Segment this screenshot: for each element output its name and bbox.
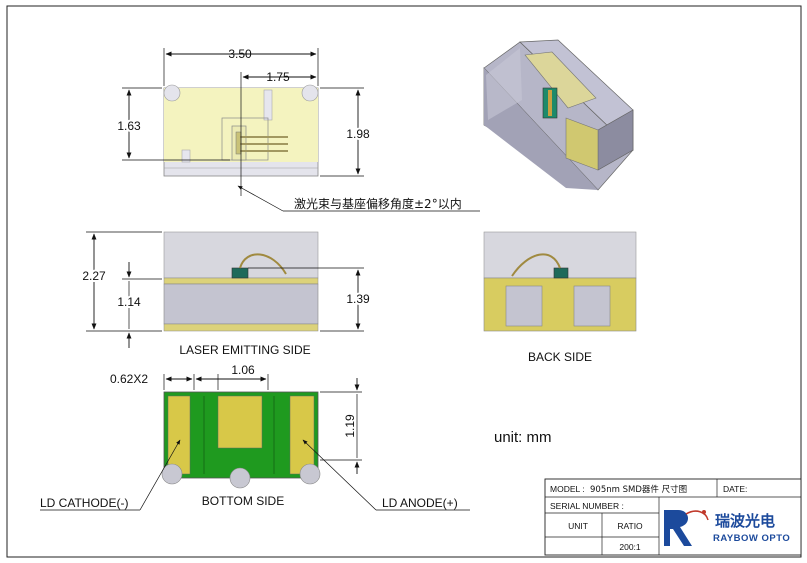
title-block: MODEL : 905nm SMD器件 尺寸图 DATE: SERIAL NUM… (544, 478, 802, 556)
iso-window (486, 48, 522, 120)
anode-leader (302, 439, 377, 511)
iso-wire (548, 90, 552, 116)
cathode-pad (167, 395, 191, 475)
serial-label: SERIAL NUMBER : (550, 501, 624, 511)
top-view: 3.50 1.75 1.63 1.98 激光束与基座偏移角度±2°以内 (115, 47, 480, 212)
dim-left-height-label: 1.63 (117, 119, 141, 133)
dim-center-label: 1.06 (231, 363, 255, 377)
back-recess-right (573, 285, 611, 327)
cathode-leader (139, 439, 181, 511)
laser-emitting-side-caption: LASER EMITTING SIDE (179, 343, 310, 357)
dim-width-label: 3.50 (228, 47, 252, 61)
bottom-side-caption: BOTTOM SIDE (202, 494, 284, 508)
top-corner-cutout (301, 84, 319, 102)
raybow-logo-icon (664, 510, 709, 546)
top-corner-cutout (163, 84, 181, 102)
anode-pad (289, 395, 315, 475)
side-gold-layer (163, 277, 319, 285)
bottom-center-cutout (229, 467, 251, 489)
top-small-slot (181, 149, 191, 163)
bottom-corner-cutout (161, 463, 183, 485)
drawing-border (6, 5, 802, 558)
ratio-label: RATIO (617, 521, 643, 531)
dim-height-label: 1.19 (343, 414, 357, 438)
unit-label: UNIT (568, 521, 588, 531)
back-recess-left (505, 285, 543, 327)
unit-note: unit: mm (494, 429, 552, 446)
dim-right-label: 1.39 (346, 292, 370, 306)
model-label: MODEL : (550, 484, 585, 494)
back-side-caption: BACK SIDE (528, 350, 592, 364)
bottom-side-view: 0.62X2 1.06 1.19 LD CATHODE(-) LD ANODE(… (40, 363, 470, 511)
dim-total-label: 2.27 (82, 269, 106, 283)
date-label: DATE: (723, 484, 747, 494)
center-pad (217, 395, 263, 449)
annotation-leader (237, 185, 284, 212)
company-name-en: RAYBOW OPTO (713, 533, 790, 544)
dim-lower-label: 1.14 (117, 295, 141, 309)
dim-half-label: 1.75 (266, 70, 290, 84)
isometric-view (483, 39, 634, 191)
side-bottom-pads (163, 323, 319, 332)
top-center-slot (263, 89, 273, 121)
dim-right-height-label: 1.98 (346, 127, 370, 141)
offset-angle-annotation: 激光束与基座偏移角度±2°以内 (294, 196, 462, 211)
anode-label: LD ANODE(+) (382, 496, 458, 510)
back-laser-chip (553, 267, 569, 279)
back-bond-wire (511, 253, 561, 277)
cathode-label: LD CATHODE(-) (40, 496, 128, 510)
dim-pad-label: 0.62X2 (110, 372, 148, 386)
company-name-cn: 瑞波光电 (715, 512, 775, 530)
back-side-view: BACK SIDE (483, 231, 637, 364)
model-value: 905nm SMD器件 尺寸图 (590, 484, 687, 495)
bottom-corner-cutout (299, 463, 321, 485)
iso-pad (565, 117, 599, 171)
side-base (163, 283, 319, 325)
ratio-value: 200:1 (619, 542, 641, 552)
side-laser-chip (231, 267, 249, 279)
laser-emitting-side-view: 2.27 1.14 1.39 LASER EMITTING SIDE (80, 231, 372, 357)
